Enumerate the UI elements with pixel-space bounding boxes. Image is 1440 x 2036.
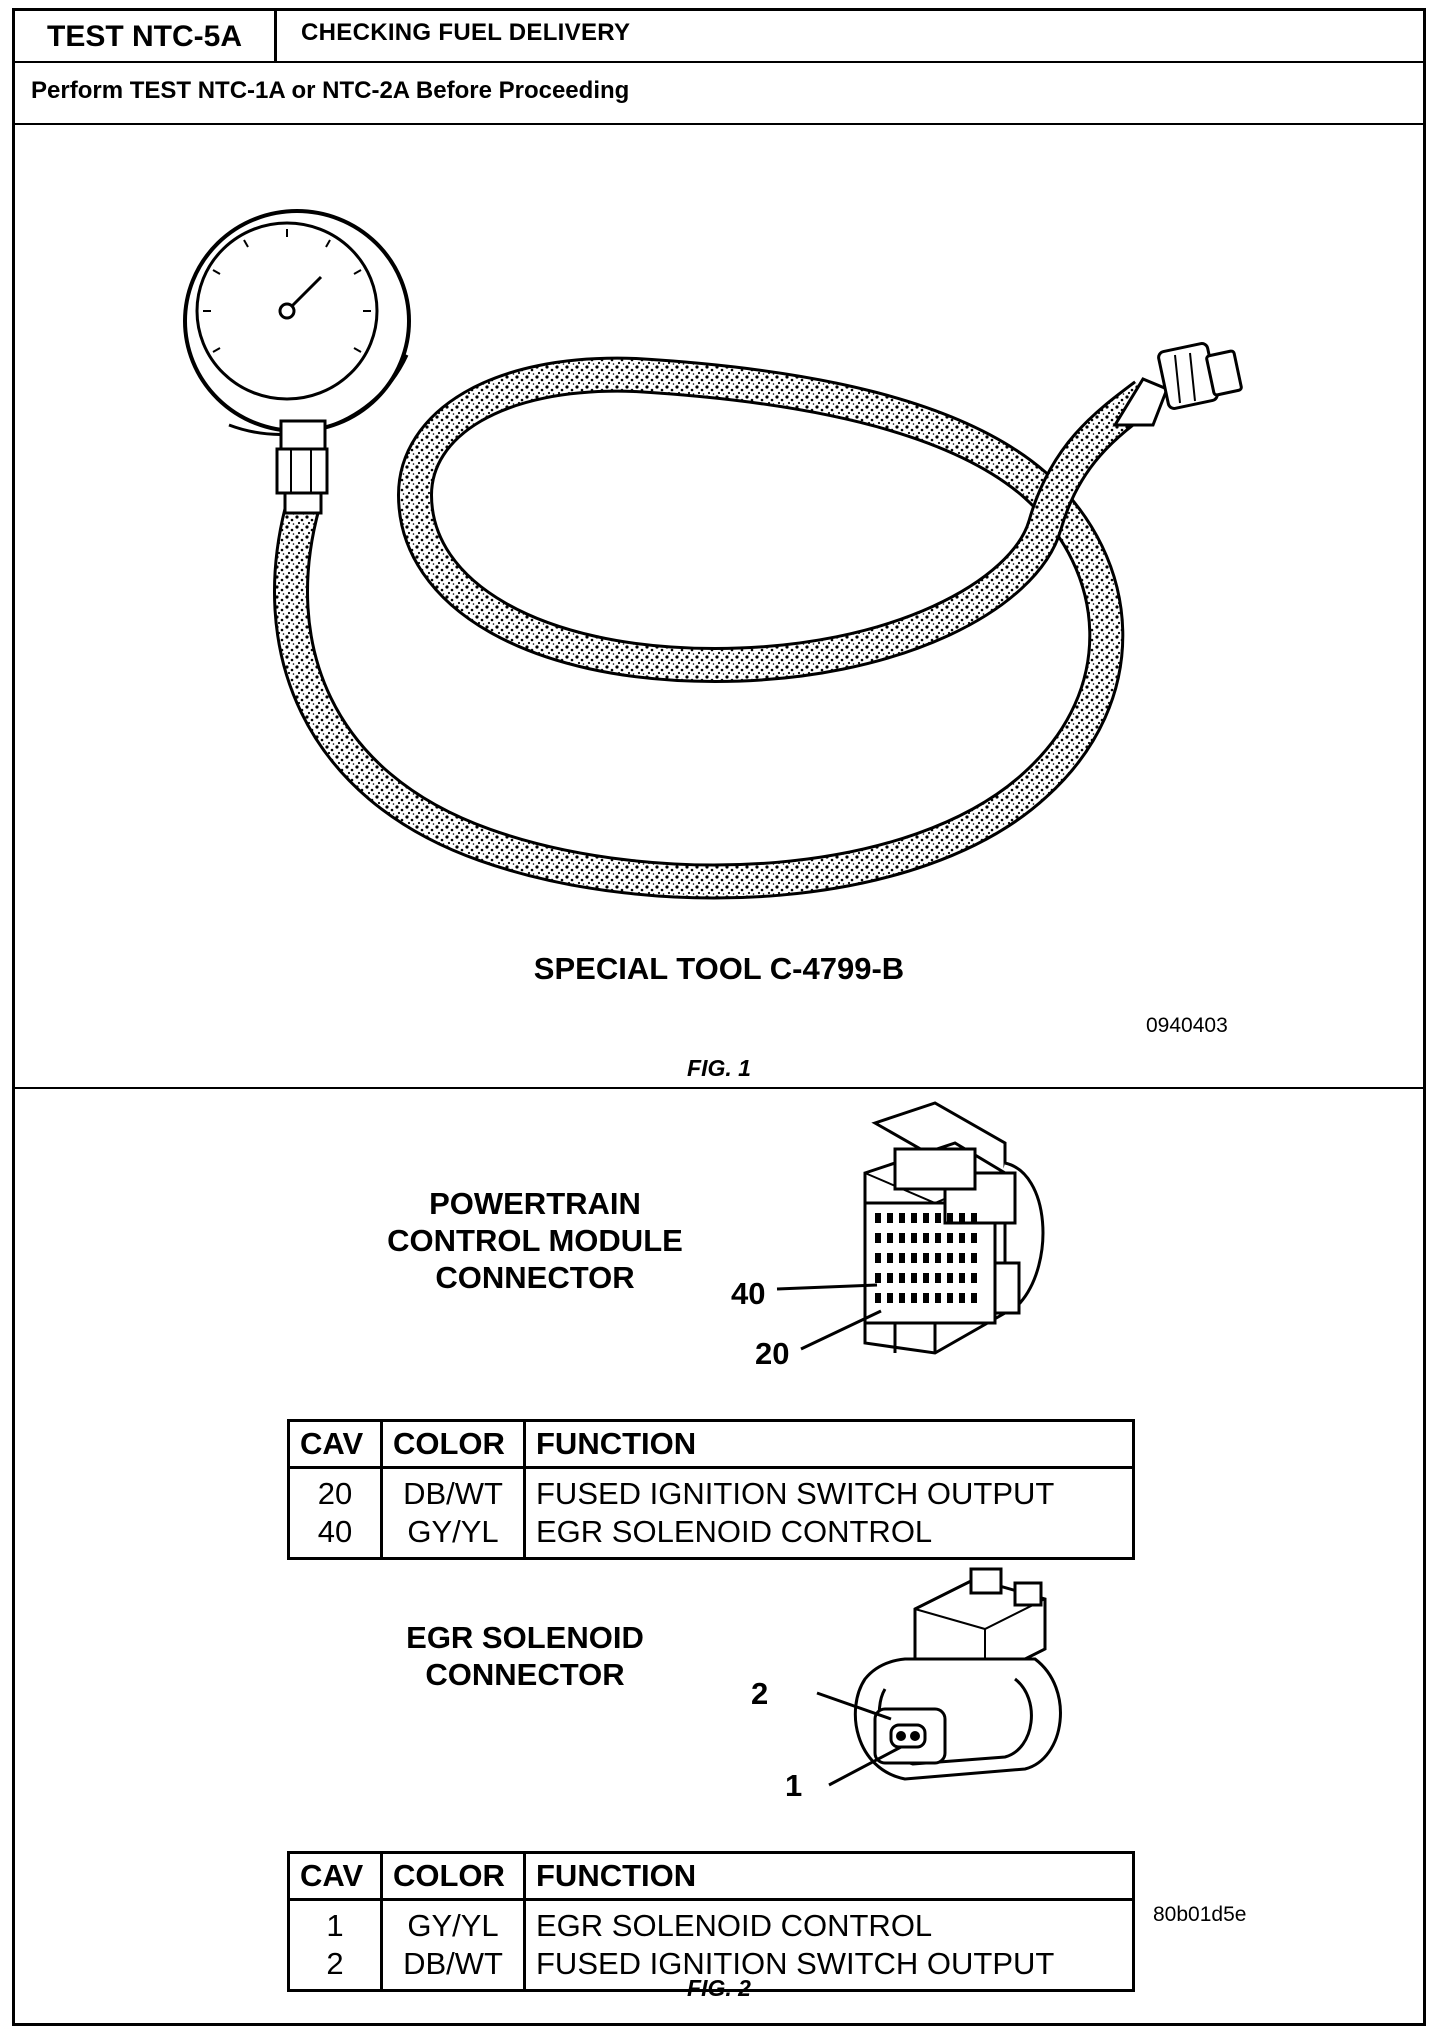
pcm-connector-title: POWERTRAIN CONTROL MODULE CONNECTOR — [345, 1185, 725, 1296]
figure-2: POWERTRAIN CONTROL MODULE CONNECTOR — [15, 1089, 1423, 2023]
pcm-title-line: CONNECTOR — [435, 1260, 635, 1295]
color-cell: GY/YL — [381, 1513, 526, 1559]
egr-connector-title: EGR SOLENOID CONNECTOR — [345, 1619, 705, 1693]
egr-pinout-table: CAV COLOR FUNCTION 1 GY/YL EGR SOLENOID … — [287, 1851, 1135, 1992]
prerequisite-row: Perform TEST NTC-1A or NTC-2A Before Pro… — [15, 63, 1423, 125]
figure-1-image-code: 0940403 — [1146, 1014, 1228, 1037]
cav-cell: 40 — [288, 1513, 383, 1559]
egr-callout-1: 1 — [785, 1768, 803, 1803]
pcm-callout-20: 20 — [755, 1336, 790, 1371]
pcm-pinout-table: CAV COLOR FUNCTION 20 DB/WT FUSED IGNITI… — [287, 1419, 1135, 1560]
cav-cell: 1 — [288, 1899, 383, 1945]
test-id: TEST NTC-5A — [15, 11, 277, 63]
fuel-pressure-gauge-illustration — [183, 209, 1243, 900]
function-cell: EGR SOLENOID CONTROL — [536, 1908, 933, 1943]
pcm-title-line: POWERTRAIN — [429, 1186, 641, 1221]
function-cell: FUSED IGNITION SWITCH OUTPUT — [536, 1476, 1055, 1511]
column-header: FUNCTION — [524, 1852, 1134, 1901]
pcm-connector-illustration — [776, 1101, 1045, 1355]
column-header: COLOR — [381, 1420, 526, 1469]
prerequisite-text: Perform TEST NTC-1A or NTC-2A Before Pro… — [31, 77, 630, 104]
figure-1-label: FIG. 1 — [687, 1055, 751, 1081]
table-row: 1 GY/YL EGR SOLENOID CONTROL — [288, 1899, 1134, 1945]
test-page: TEST NTC-5A CHECKING FUEL DELIVERY Perfo… — [12, 8, 1426, 2026]
function-cell: EGR SOLENOID CONTROL — [536, 1514, 933, 1549]
function-cell: FUSED IGNITION SWITCH OUTPUT — [536, 1946, 1055, 1981]
tool-caption: SPECIAL TOOL C-4799-B — [533, 951, 905, 986]
cav-cell: 2 — [288, 1945, 383, 1991]
table-row: 20 DB/WT FUSED IGNITION SWITCH OUTPUT — [288, 1467, 1134, 1513]
table-header-row: CAV COLOR FUNCTION — [288, 1420, 1134, 1469]
pressure-gauge — [183, 209, 411, 515]
column-header: CAV — [288, 1420, 383, 1469]
figure-2-image-code: 80b01d5e — [1153, 1903, 1247, 1926]
column-header: COLOR — [381, 1852, 526, 1901]
table-row: 2 DB/WT FUSED IGNITION SWITCH OUTPUT — [288, 1945, 1134, 1991]
column-header: CAV — [288, 1852, 383, 1901]
cav-cell: 20 — [288, 1467, 383, 1513]
egr-title-line: CONNECTOR — [425, 1657, 625, 1692]
figure-1: SPECIAL TOOL C-4799-B 0940403 FIG. 1 — [15, 125, 1423, 1089]
figure-2-label: FIG. 2 — [687, 1975, 751, 2001]
table-row: 40 GY/YL EGR SOLENOID CONTROL — [288, 1513, 1134, 1559]
color-cell: DB/WT — [381, 1467, 526, 1513]
table-header-row: CAV COLOR FUNCTION — [288, 1852, 1134, 1901]
test-header: TEST NTC-5A CHECKING FUEL DELIVERY — [15, 11, 1423, 63]
color-cell: GY/YL — [381, 1899, 526, 1945]
egr-connector-illustration — [816, 1567, 1062, 1787]
pcm-title-line: CONTROL MODULE — [387, 1223, 683, 1258]
egr-callout-2: 2 — [751, 1676, 769, 1711]
test-title: CHECKING FUEL DELIVERY — [301, 19, 631, 46]
egr-title-line: EGR SOLENOID — [406, 1620, 644, 1655]
hose-end-fitting — [1112, 342, 1243, 427]
column-header: FUNCTION — [524, 1420, 1134, 1469]
color-cell: DB/WT — [381, 1945, 526, 1991]
pcm-callout-40: 40 — [731, 1276, 766, 1311]
